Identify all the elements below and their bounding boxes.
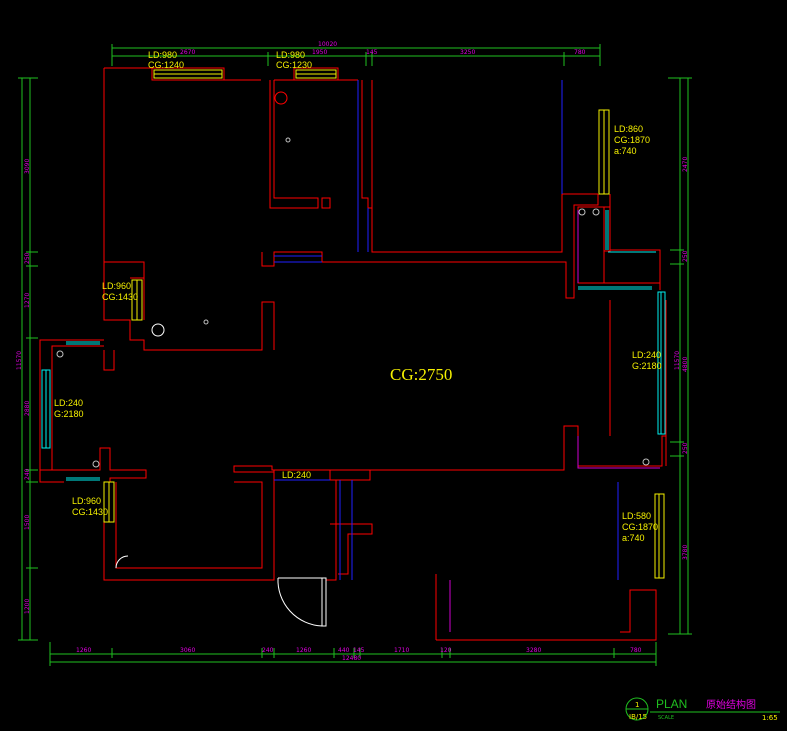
- dim-bottom-10: 780: [630, 647, 642, 654]
- partitions: [274, 80, 619, 580]
- label-right-top-cg: CG:1870: [614, 135, 650, 145]
- dim-bottom-7: 1710: [394, 647, 409, 654]
- label-mid-lower-ld: LD:240: [282, 470, 311, 480]
- dim-top-3: 145: [366, 49, 378, 56]
- dim-right-total: 11570: [674, 351, 681, 370]
- label-right-mid-cg: G:2180: [632, 361, 662, 371]
- label-left-mid-ld: LD:240: [54, 398, 83, 408]
- dim-top-4: 3250: [460, 49, 475, 56]
- dim-bottom-8: 120: [440, 647, 452, 654]
- fixtures: [56, 91, 650, 569]
- dim-right-4: 250: [682, 442, 689, 454]
- label-left-lower-cg: CG:1430: [72, 507, 108, 517]
- dim-bottom-4: 1260: [296, 647, 311, 654]
- dim-bottom-5: 440: [338, 647, 350, 654]
- label-right-mid-ld: LD:240: [632, 350, 661, 360]
- window-labels: LD:980 CG:1240 LD:980 CG:1230 LD:860 CG:…: [54, 50, 662, 543]
- dim-left-2: 250: [24, 252, 31, 264]
- label-right-lower-ld: LD:580: [622, 511, 651, 521]
- dimension-lines: [18, 44, 780, 721]
- label-top-left-ld: LD:980: [148, 50, 177, 60]
- dim-bottom-9: 3280: [526, 647, 541, 654]
- dim-bottom-3: 240: [262, 647, 274, 654]
- label-right-top-a: a:740: [614, 146, 637, 156]
- ceiling-height-label: CG:2750: [390, 365, 452, 384]
- dim-bottom-1: 1260: [76, 647, 91, 654]
- room-outlines: [449, 210, 660, 632]
- dim-top-2: 1950: [312, 49, 327, 56]
- dim-left-5: 240: [24, 468, 31, 480]
- title-block: PLAN 原始结构图 1 IB/15 SCALE 1:65: [629, 697, 778, 722]
- label-right-lower-cg: CG:1870: [622, 522, 658, 532]
- label-left-mid-cg: G:2180: [54, 409, 84, 419]
- dim-top-5: 780: [574, 49, 586, 56]
- label-left-upper-ld: LD:960: [102, 281, 131, 291]
- label-left-upper-cg: CG:1430: [102, 292, 138, 302]
- dim-top-total: 10020: [318, 41, 337, 48]
- dim-right-5: 3780: [682, 545, 689, 560]
- title-scale: 1:65: [762, 714, 778, 722]
- dim-bottom-6: 145: [353, 647, 365, 654]
- dim-bottom-total: 12480: [342, 655, 361, 662]
- title-circle-num: 1: [635, 701, 639, 709]
- title-circle-sub: IB/15: [629, 713, 647, 721]
- dim-left-4: 2880: [24, 401, 31, 416]
- walls: [39, 67, 667, 641]
- dim-top-1: 2670: [180, 49, 195, 56]
- label-top-mid-ld: LD:980: [276, 50, 305, 60]
- label-right-lower-a: a:740: [622, 533, 645, 543]
- label-top-mid-cg: CG:1230: [276, 60, 312, 70]
- label-top-left-cg: CG:1240: [148, 60, 184, 70]
- door-swing: [277, 577, 327, 627]
- dim-left-6: 1500: [24, 515, 31, 530]
- windows-yellow: [103, 69, 665, 579]
- title-scale-label: SCALE: [658, 715, 674, 721]
- dim-left-7: 1200: [24, 599, 31, 614]
- dim-left-total: 11570: [16, 351, 23, 370]
- windows-cyan: [41, 210, 666, 481]
- dim-left-1: 3090: [24, 159, 31, 174]
- label-right-top-ld: LD:860: [614, 124, 643, 134]
- title-plan: PLAN: [656, 697, 687, 711]
- dim-right-3: 4800: [682, 357, 689, 372]
- dim-right-1: 2470: [682, 157, 689, 172]
- dim-bottom-2: 3060: [180, 647, 195, 654]
- dim-right-2: 250: [682, 250, 689, 262]
- dimension-texts: 10020 2670 1950 145 3250 780 1260 3060 2…: [16, 41, 689, 662]
- label-left-lower-ld: LD:960: [72, 496, 101, 506]
- dim-left-3: 1270: [24, 293, 31, 308]
- title-name: 原始结构图: [706, 698, 756, 711]
